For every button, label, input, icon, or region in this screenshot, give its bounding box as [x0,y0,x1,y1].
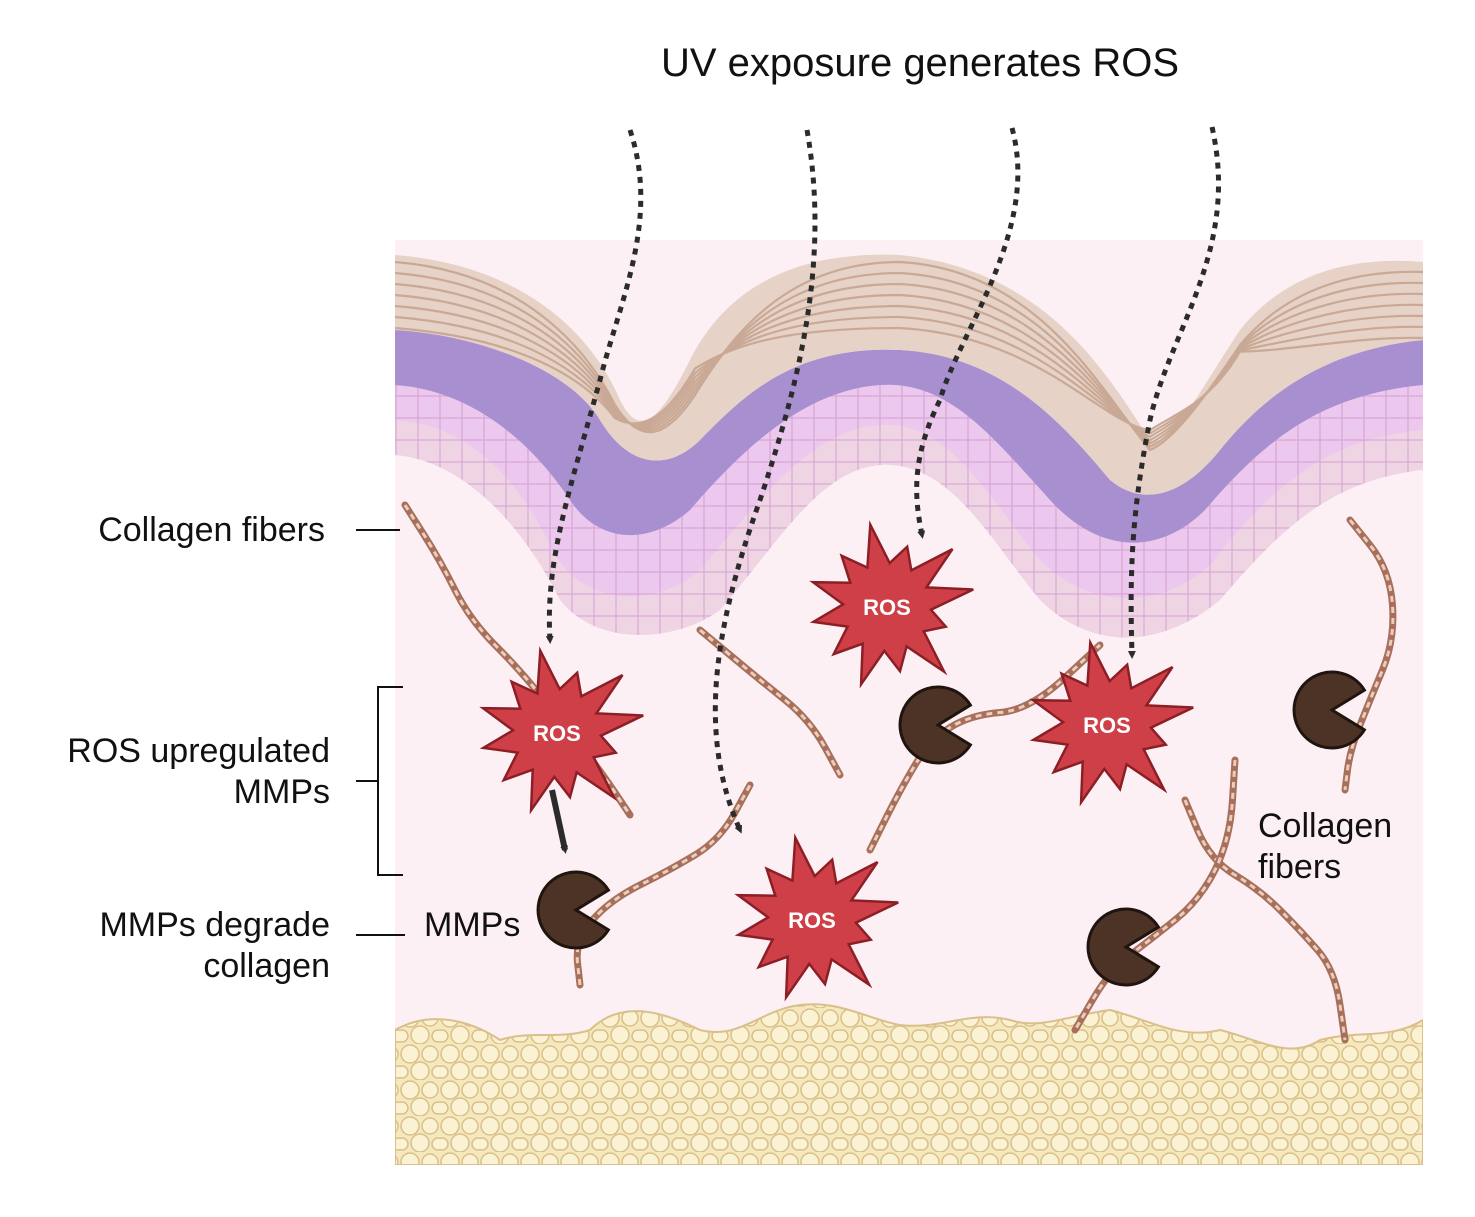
ros-to-mmp-arrow [549,789,569,854]
subcutaneous-fat [395,1003,1423,1165]
collagen-fiber [401,501,634,819]
ros-star: ROS [734,833,899,1002]
corneum-line [395,326,1423,432]
label-mmps: MMPs [424,906,521,944]
ros-label: ROS [788,908,836,933]
mmp-pacman [536,870,611,950]
stratum-corneum [395,254,1423,495]
collagen-fiber-twist [575,784,752,986]
ros-burst-shape [734,833,899,1002]
uv-ray [1127,126,1222,659]
mmp-pacman [898,685,973,765]
ros-label: ROS [533,721,581,746]
mmp-enzymes [536,670,1367,987]
label-mmps-degrade-line1: MMPs degrade [99,906,330,944]
collagen-fiber-twist [1073,759,1237,1031]
label-mmps-degrade-line2: collagen [203,947,330,985]
collagen-fiber-twist [699,628,842,776]
uv-ray-arrows [545,126,1222,834]
ros-burst-shape [809,520,974,689]
ros-molecules: ROS ROS ROS ROS [479,520,1194,1002]
label-collagen-fibers-left: Collagen fibers [98,511,325,549]
ros-label: ROS [863,595,911,620]
tissue-layers [395,240,1423,1165]
ros-label: ROS [1083,713,1131,738]
ros-star: ROS [809,520,974,689]
label-collagen-fibers-right-line2: fibers [1258,848,1342,886]
uv-ray [545,129,644,644]
stratum-corneum-lines [395,260,1423,452]
diagram-title: UV exposure generates ROS [660,41,1180,85]
label-collagen-fibers-right-line1: Collagen [1258,807,1393,845]
collagen-fiber-twist [1183,799,1347,1041]
label-ros-upregulated-line1: ROS upregulated [67,732,330,770]
ros-upregulated-bracket [356,686,403,876]
mmp-pacman [1086,907,1161,987]
granular-layer [395,330,1423,543]
ros-burst-shape [1029,638,1194,807]
mmp-pacman [1292,670,1367,750]
ros-star: ROS [479,646,644,815]
uv-ray [712,129,818,834]
label-ros-upregulated-line2: MMPs [233,773,330,811]
ros-burst-shape [479,646,644,815]
collagen-fiber-twist [1343,519,1395,791]
ros-star: ROS [1029,638,1194,807]
